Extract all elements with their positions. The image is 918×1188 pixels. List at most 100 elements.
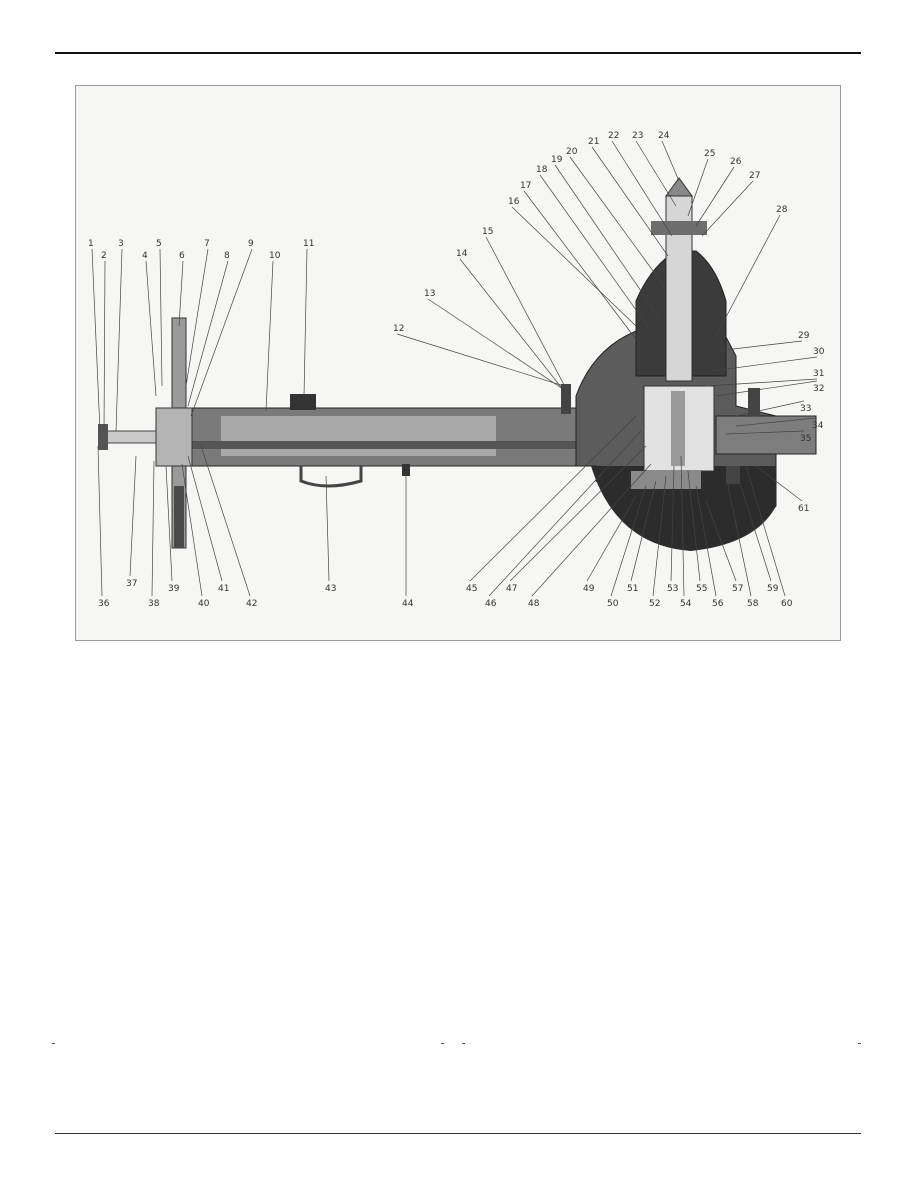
footer-tick-center-1 [441,1043,444,1044]
carrier-bolt-right [748,388,760,416]
callout-leader-18 [539,174,652,332]
callout-label-26: 26 [730,157,742,167]
callout-leader-54 [680,455,685,597]
callout-leader-5 [159,248,163,387]
callout-leader-36 [97,445,103,597]
callout-leader-51 [630,480,657,582]
right-axle-tube [715,415,817,455]
u-bolt [299,466,363,488]
callout-leader-27 [701,180,754,237]
callout-leader-19 [554,164,659,317]
callout-leader-40 [181,463,203,597]
callout-label-36: 36 [98,599,110,609]
callout-leader-46 [488,430,642,597]
callout-leader-28 [715,214,781,337]
callout-label-39: 39 [168,584,180,594]
callout-label-6: 6 [179,251,185,261]
callout-label-54: 54 [680,599,692,609]
callout-leader-23 [635,140,677,207]
callout-label-14: 14 [456,249,468,259]
callout-leader-42 [200,445,251,597]
callout-leader-60 [745,465,786,597]
callout-label-3: 3 [118,239,124,249]
callout-leader-35 [725,430,805,435]
callout-label-58: 58 [747,599,759,609]
callout-label-55: 55 [696,584,707,594]
callout-leader-20 [569,156,665,287]
axle-flange [98,424,108,450]
callout-leader-30 [711,356,818,372]
callout-leader-1 [91,248,101,432]
callout-leader-33 [735,400,805,417]
callout-leader-7 [185,248,209,387]
callout-leader-22 [611,140,673,237]
callout-leader-11 [303,248,308,397]
callout-label-44: 44 [402,599,414,609]
callout-label-32: 32 [813,384,824,394]
callout-label-50: 50 [607,599,619,609]
ring-gear [631,471,701,489]
callout-leader-56 [695,485,717,597]
callout-label-1: 1 [88,239,94,249]
callout-label-29: 29 [798,331,810,341]
callout-label-33: 33 [800,404,811,414]
callout-label-60: 60 [781,599,793,609]
callout-label-31: 31 [813,369,824,379]
callout-label-12: 12 [393,324,404,334]
callout-label-2: 2 [101,251,107,261]
callout-leader-50 [610,485,647,597]
callout-label-15: 15 [482,227,493,237]
wheel-hub [155,407,193,467]
footer-tick-center-2 [462,1043,465,1044]
callout-leader-48 [531,463,652,597]
callout-leader-8 [187,260,229,407]
callout-leader-55 [687,470,701,582]
callout-label-40: 40 [198,599,210,609]
pinion-nut [665,177,693,197]
callout-leader-49 [586,495,637,582]
callout-label-53: 53 [667,584,678,594]
callout-label-22: 22 [608,131,619,141]
footer-tick-right [858,1043,861,1044]
callout-label-52: 52 [649,599,660,609]
callout-leader-34 [735,417,817,427]
callout-leader-41 [187,455,223,582]
callout-leader-9 [190,248,253,417]
callout-label-20: 20 [566,147,578,157]
footer-tick-left [52,1043,55,1044]
callout-leader-61 [755,465,803,502]
callout-label-30: 30 [813,347,825,357]
callout-leader-14 [459,258,569,397]
callout-leader-4 [145,260,157,397]
callout-leader-52 [652,475,667,597]
callout-label-10: 10 [269,251,281,261]
callout-label-46: 46 [485,599,497,609]
callout-label-38: 38 [148,599,160,609]
callout-leader-15 [485,236,572,399]
callout-leader-13 [427,298,567,392]
carrier-cover-bolt [726,466,740,484]
callout-label-21: 21 [588,137,599,147]
callout-leader-17 [523,190,642,347]
callout-label-17: 17 [520,181,531,191]
callout-label-28: 28 [776,205,788,215]
callout-leader-24 [661,140,680,182]
callout-leader-43 [325,475,330,582]
callout-leader-31 [705,378,818,387]
brake-plate-shadow [174,486,184,548]
spring-seat [290,394,316,410]
callout-label-47: 47 [506,584,517,594]
callout-leader-53 [670,465,675,582]
callout-label-48: 48 [528,599,540,609]
callout-leader-57 [705,500,737,582]
callout-leader-37 [129,455,137,577]
callout-leader-59 [735,470,772,582]
callout-label-34: 34 [812,421,824,431]
callout-leader-16 [511,206,637,327]
footer-rule [55,1133,861,1134]
callout-leader-12 [396,333,565,387]
callout-leader-21 [591,146,669,257]
callout-label-27: 27 [749,171,760,181]
